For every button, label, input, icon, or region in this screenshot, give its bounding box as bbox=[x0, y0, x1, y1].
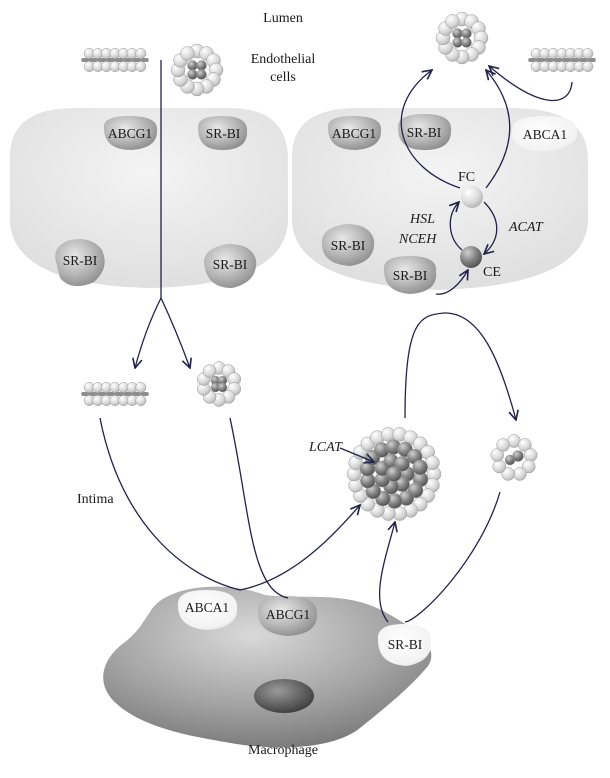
shell-sphere bbox=[513, 467, 527, 481]
arrow-fc-to-ce bbox=[484, 201, 498, 254]
receptor-left-srbi-top: SR-BI bbox=[197, 116, 248, 150]
arrow-fc-to-lumen-sphere bbox=[400, 70, 461, 189]
phospholipid-sphere bbox=[135, 395, 147, 406]
discoidal-hdl-intima bbox=[81, 382, 149, 406]
receptor-macrophage-srbi: SR-BI bbox=[377, 624, 432, 666]
phospholipid-sphere bbox=[135, 48, 147, 59]
arrow-to-intima-sphere bbox=[160, 297, 190, 368]
core-sphere bbox=[394, 456, 410, 472]
macrophage-cell bbox=[103, 586, 432, 748]
receptor-label: SR-BI bbox=[388, 637, 423, 652]
shell-sphere bbox=[490, 448, 505, 462]
macrophage-nucleus bbox=[254, 679, 314, 713]
spherical-hdl-lumen-right bbox=[435, 11, 489, 65]
acat-label: ACAT bbox=[508, 220, 544, 235]
receptor-right-srbi-bottom-left: SR-BI bbox=[321, 224, 375, 266]
core-sphere bbox=[217, 382, 228, 393]
phospholipid-sphere bbox=[135, 61, 147, 72]
receptor-left-srbi-bottom-left: SR-BI bbox=[55, 239, 105, 287]
receptor-label: SR-BI bbox=[407, 125, 442, 140]
shell-sphere bbox=[492, 459, 507, 474]
core-sphere bbox=[452, 37, 463, 48]
arrow-lcat-label bbox=[339, 447, 374, 462]
core-sphere bbox=[452, 28, 463, 39]
receptor-label: ABCG1 bbox=[266, 607, 310, 622]
receptor-label: SR-BI bbox=[213, 257, 248, 272]
endothelial-label-line2: cells bbox=[270, 70, 296, 85]
ce-label: CE bbox=[483, 265, 501, 280]
core-sphere bbox=[386, 466, 402, 482]
receptor-label: SR-BI bbox=[206, 126, 241, 141]
arrow-srbi-to-lcat bbox=[378, 522, 395, 623]
macrophage-label: Macrophage bbox=[248, 743, 318, 758]
receptor-label: SR-BI bbox=[393, 268, 428, 283]
core-sphere bbox=[461, 28, 472, 39]
arrow-abca1-to-lumen-sphere bbox=[489, 66, 573, 102]
core-sphere bbox=[461, 37, 472, 48]
shell-sphere bbox=[496, 438, 510, 452]
arrow-to-intima-disc bbox=[135, 297, 162, 368]
lumen-label: Lumen bbox=[263, 11, 303, 26]
hsl-label: HSL bbox=[409, 212, 435, 227]
receptor-right-abcg1: ABCG1 bbox=[327, 116, 382, 150]
receptor-label: ABCA1 bbox=[185, 600, 229, 615]
disc-core bbox=[81, 58, 149, 62]
phospholipid-sphere bbox=[582, 61, 594, 72]
core-sphere bbox=[512, 450, 524, 462]
shell-sphere bbox=[523, 448, 538, 462]
lipoprotein-particles bbox=[81, 11, 596, 521]
large-spherical-hdl bbox=[346, 427, 442, 521]
shell-sphere bbox=[518, 438, 532, 452]
core-sphere bbox=[187, 60, 198, 71]
receptor-right-abca1: ABCA1 bbox=[511, 116, 578, 152]
arrow-ce-to-fc bbox=[450, 202, 463, 251]
receptor-right-srbi-top: SR-BI bbox=[397, 114, 452, 150]
receptor-label: ABCG1 bbox=[108, 126, 152, 141]
free-cholesterol-sphere bbox=[461, 186, 483, 208]
core-sphere bbox=[187, 69, 198, 80]
phospholipid-sphere bbox=[135, 382, 147, 393]
receptor-macrophage-abcg1: ABCG1 bbox=[257, 596, 318, 636]
lcat-label: LCAT bbox=[308, 440, 343, 455]
arrow-small-hdl-to-srbi bbox=[404, 491, 501, 623]
endothelial-label-line1: Endothelial bbox=[251, 52, 316, 67]
receptor-left-abcg1: ABCG1 bbox=[103, 116, 158, 150]
arrow-sphere-to-abcg1 bbox=[229, 417, 289, 599]
arrow-disc-to-lcat bbox=[99, 417, 360, 591]
discoidal-hdl-lumen-right bbox=[528, 48, 596, 72]
shell-sphere bbox=[521, 459, 536, 474]
receptor-macrophage-abca1: ABCA1 bbox=[177, 590, 238, 630]
shell-sphere bbox=[501, 467, 515, 481]
shell-sphere bbox=[202, 364, 217, 378]
phospholipid-sphere bbox=[582, 48, 594, 59]
disc-core bbox=[528, 58, 596, 62]
spherical-hdl-lumen bbox=[170, 43, 224, 97]
receptor-label: ABCA1 bbox=[523, 127, 567, 142]
spherical-hdl-intima bbox=[197, 361, 241, 407]
shell-sphere bbox=[445, 14, 460, 29]
pathway-arrows bbox=[99, 60, 573, 623]
shell-sphere bbox=[180, 46, 195, 61]
receptor-right-srbi-bottom-center: SR-BI bbox=[383, 256, 437, 294]
intima-label: Intima bbox=[77, 492, 114, 507]
disc-core bbox=[81, 392, 149, 396]
arrow-lcat-to-small-hdl bbox=[404, 312, 516, 420]
core-sphere bbox=[196, 60, 207, 71]
nceh-label: NCEH bbox=[398, 232, 437, 247]
small-hdl-intima bbox=[490, 434, 538, 481]
receptor-label: SR-BI bbox=[331, 238, 366, 253]
discoidal-hdl-lumen bbox=[81, 48, 149, 72]
receptor-left-srbi-bottom-right: SR-BI bbox=[204, 244, 257, 288]
receptor-label: SR-BI bbox=[63, 253, 98, 268]
fc-label: FC bbox=[458, 170, 475, 185]
cholesteryl-ester-sphere bbox=[460, 246, 482, 268]
core-sphere bbox=[196, 69, 207, 80]
core-sphere bbox=[412, 459, 428, 476]
arrow-srbi-to-ce bbox=[435, 270, 468, 295]
arrow-fc-to-lumen-sphere-2 bbox=[486, 70, 511, 189]
receptor-label: ABCG1 bbox=[332, 126, 376, 141]
